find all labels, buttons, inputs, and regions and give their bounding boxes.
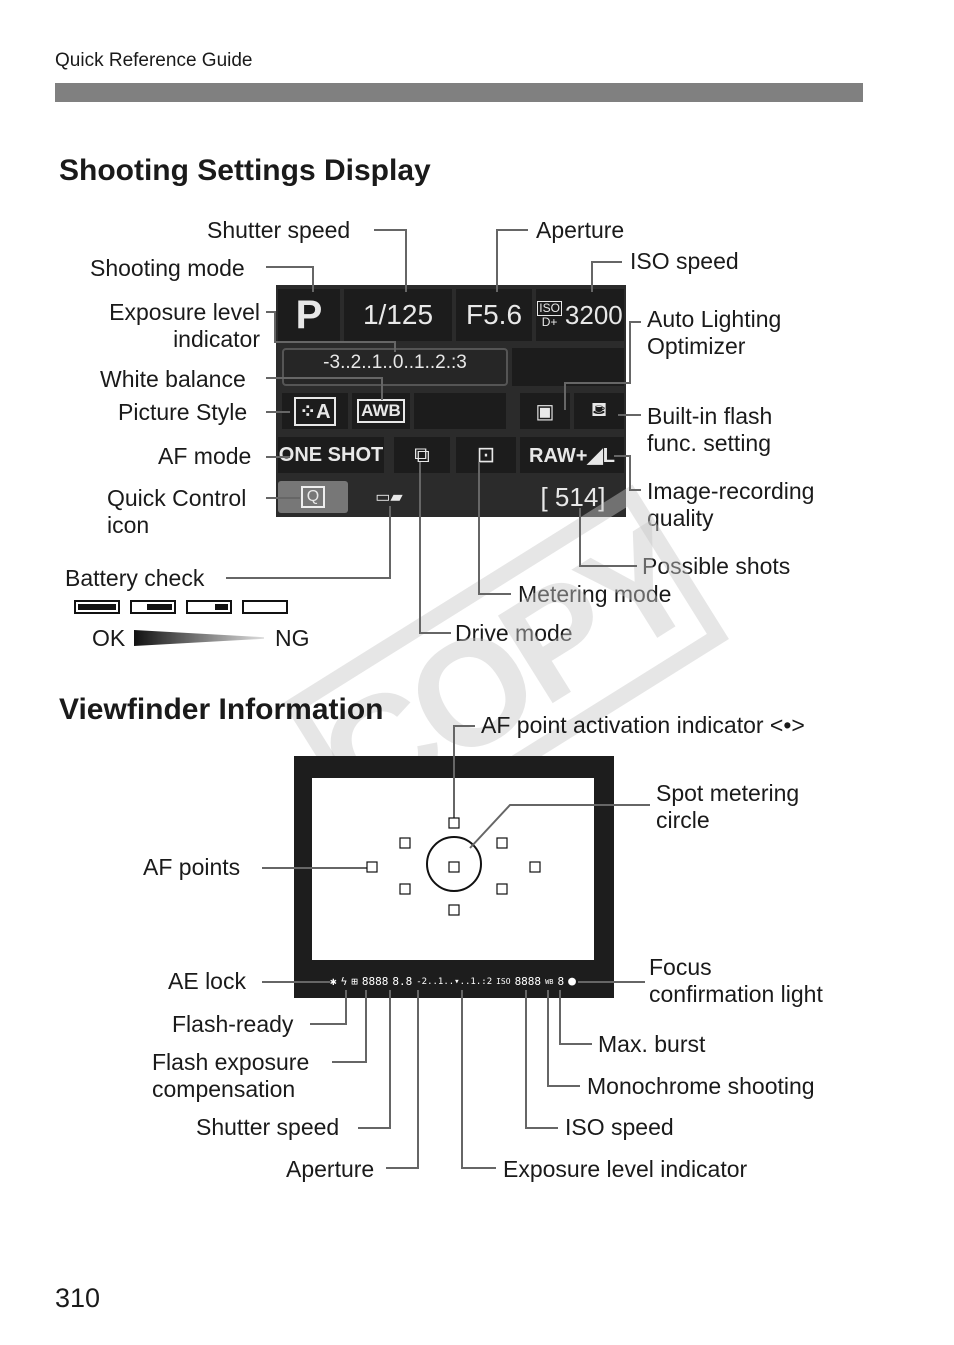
flash-setting-icon: ⛾ <box>574 393 624 429</box>
battery-level-icon <box>186 600 232 614</box>
battery-level-icon <box>130 600 176 614</box>
label-possible-shots: Possible shots <box>642 553 791 579</box>
running-header: Quick Reference Guide <box>55 50 253 71</box>
lcd-empty-cell-2 <box>414 393 506 429</box>
battery-level-icon <box>74 600 120 614</box>
label-ae-lock: AE lock <box>168 968 246 994</box>
label-af-points: AF points <box>143 854 241 880</box>
ae-lock-icon: ✱ <box>330 975 337 988</box>
lcd-empty-cell <box>512 348 624 386</box>
viewfinder-readout: ✱ ϟ ⊞ 8888 8.8 -2..1..▾..1.:2 ISO 8888 W… <box>330 974 576 989</box>
battery-ok-label: OK <box>92 625 126 651</box>
lcd-shooting-mode: P <box>278 289 340 341</box>
viewfinder-field <box>312 778 594 960</box>
focus-confirmation-icon: ● <box>568 974 576 989</box>
shooting-settings-lcd: P 1/125 F5.6 ISO D+ 3200 -3..2..1..0..1.… <box>276 285 626 517</box>
lcd-iso-dplus: D+ <box>541 315 558 329</box>
lcd-white-balance: AWB <box>352 393 410 429</box>
label-metering-mode: Metering mode <box>518 581 672 607</box>
label-vf-shutter-speed: Shutter speed <box>196 1114 340 1140</box>
lcd-iso-label: ISO <box>537 301 562 316</box>
battery-icon: ▭▰ <box>375 489 403 506</box>
vf-aperture: 8.8 <box>392 975 413 988</box>
label-af-mode: AF mode <box>158 443 252 469</box>
picture-style-icon: ⁘A <box>294 396 336 426</box>
awb-icon: AWB <box>357 399 405 423</box>
lcd-exposure-scale: -3..2..1..0..1..2.:3 <box>282 348 508 386</box>
lcd-possible-shots: [ 514] <box>540 481 606 512</box>
lcd-picture-style: ⁘A <box>282 393 348 429</box>
flash-ready-icon: ϟ <box>340 975 348 988</box>
label-monochrome: Monochrome shooting <box>587 1073 815 1099</box>
quick-control-button[interactable]: Q <box>278 481 348 513</box>
lcd-shutter-speed: 1/125 <box>344 289 452 341</box>
vf-max-burst: 8 <box>557 975 565 988</box>
label-shutter-speed: Shutter speed <box>207 217 351 243</box>
section-title-viewfinder: Viewfinder Information <box>59 693 384 726</box>
label-picture-style: Picture Style <box>118 399 248 425</box>
label-max-burst: Max. burst <box>598 1031 706 1057</box>
label-af-activation: AF point activation indicator <•> <box>481 712 805 738</box>
section-title-shooting: Shooting Settings Display <box>59 154 431 187</box>
label-aperture: Aperture <box>536 217 625 243</box>
quick-control-icon: Q <box>300 486 326 508</box>
lcd-quality: RAW+◢L <box>520 437 624 473</box>
vf-exposure-scale: -2..1..▾..1.:2 <box>416 976 493 987</box>
exposure-scale-text: -3..2..1..0..1..2.:3 <box>323 352 467 373</box>
lcd-af-mode: ONE SHOT <box>278 437 384 473</box>
spot-metering-circle <box>426 836 482 892</box>
viewfinder-frame: ✱ ϟ ⊞ 8888 8.8 -2..1..▾..1.:2 ISO 8888 W… <box>294 756 614 998</box>
lcd-iso-value: 3200 <box>564 299 623 330</box>
drive-mode-icon: ⧉ <box>394 437 450 473</box>
vf-shutter: 8888 <box>361 975 389 988</box>
lcd-aperture: F5.6 <box>456 289 532 341</box>
label-shooting-mode: Shooting mode <box>90 255 245 281</box>
label-drive-mode: Drive mode <box>455 620 573 646</box>
vf-monochrome-icon: WB <box>545 977 554 986</box>
battery-legend <box>74 600 288 614</box>
label-battery-check: Battery check <box>65 565 205 591</box>
label-vf-iso-speed: ISO speed <box>565 1114 674 1140</box>
lcd-iso: ISO D+ 3200 <box>536 289 624 341</box>
battery-gradient <box>134 630 264 646</box>
label-vf-exposure-level: Exposure level indicator <box>503 1156 748 1182</box>
label-white-balance: White balance <box>100 366 246 392</box>
auto-lighting-optimizer-icon: ▣ <box>520 393 570 429</box>
vf-iso: 8888 <box>514 975 542 988</box>
label-flash-ready: Flash-ready <box>172 1011 294 1037</box>
label-vf-aperture: Aperture <box>286 1156 375 1182</box>
label-iso-speed: ISO speed <box>630 248 739 274</box>
battery-ng-label: NG <box>275 625 310 651</box>
fec-icon: ⊞ <box>351 975 358 988</box>
battery-level-icon <box>242 600 288 614</box>
metering-mode-icon: ⊡ <box>456 437 516 473</box>
vf-iso-label: ISO <box>496 977 511 986</box>
page-number: 310 <box>55 1283 101 1313</box>
header-rule <box>55 83 863 102</box>
